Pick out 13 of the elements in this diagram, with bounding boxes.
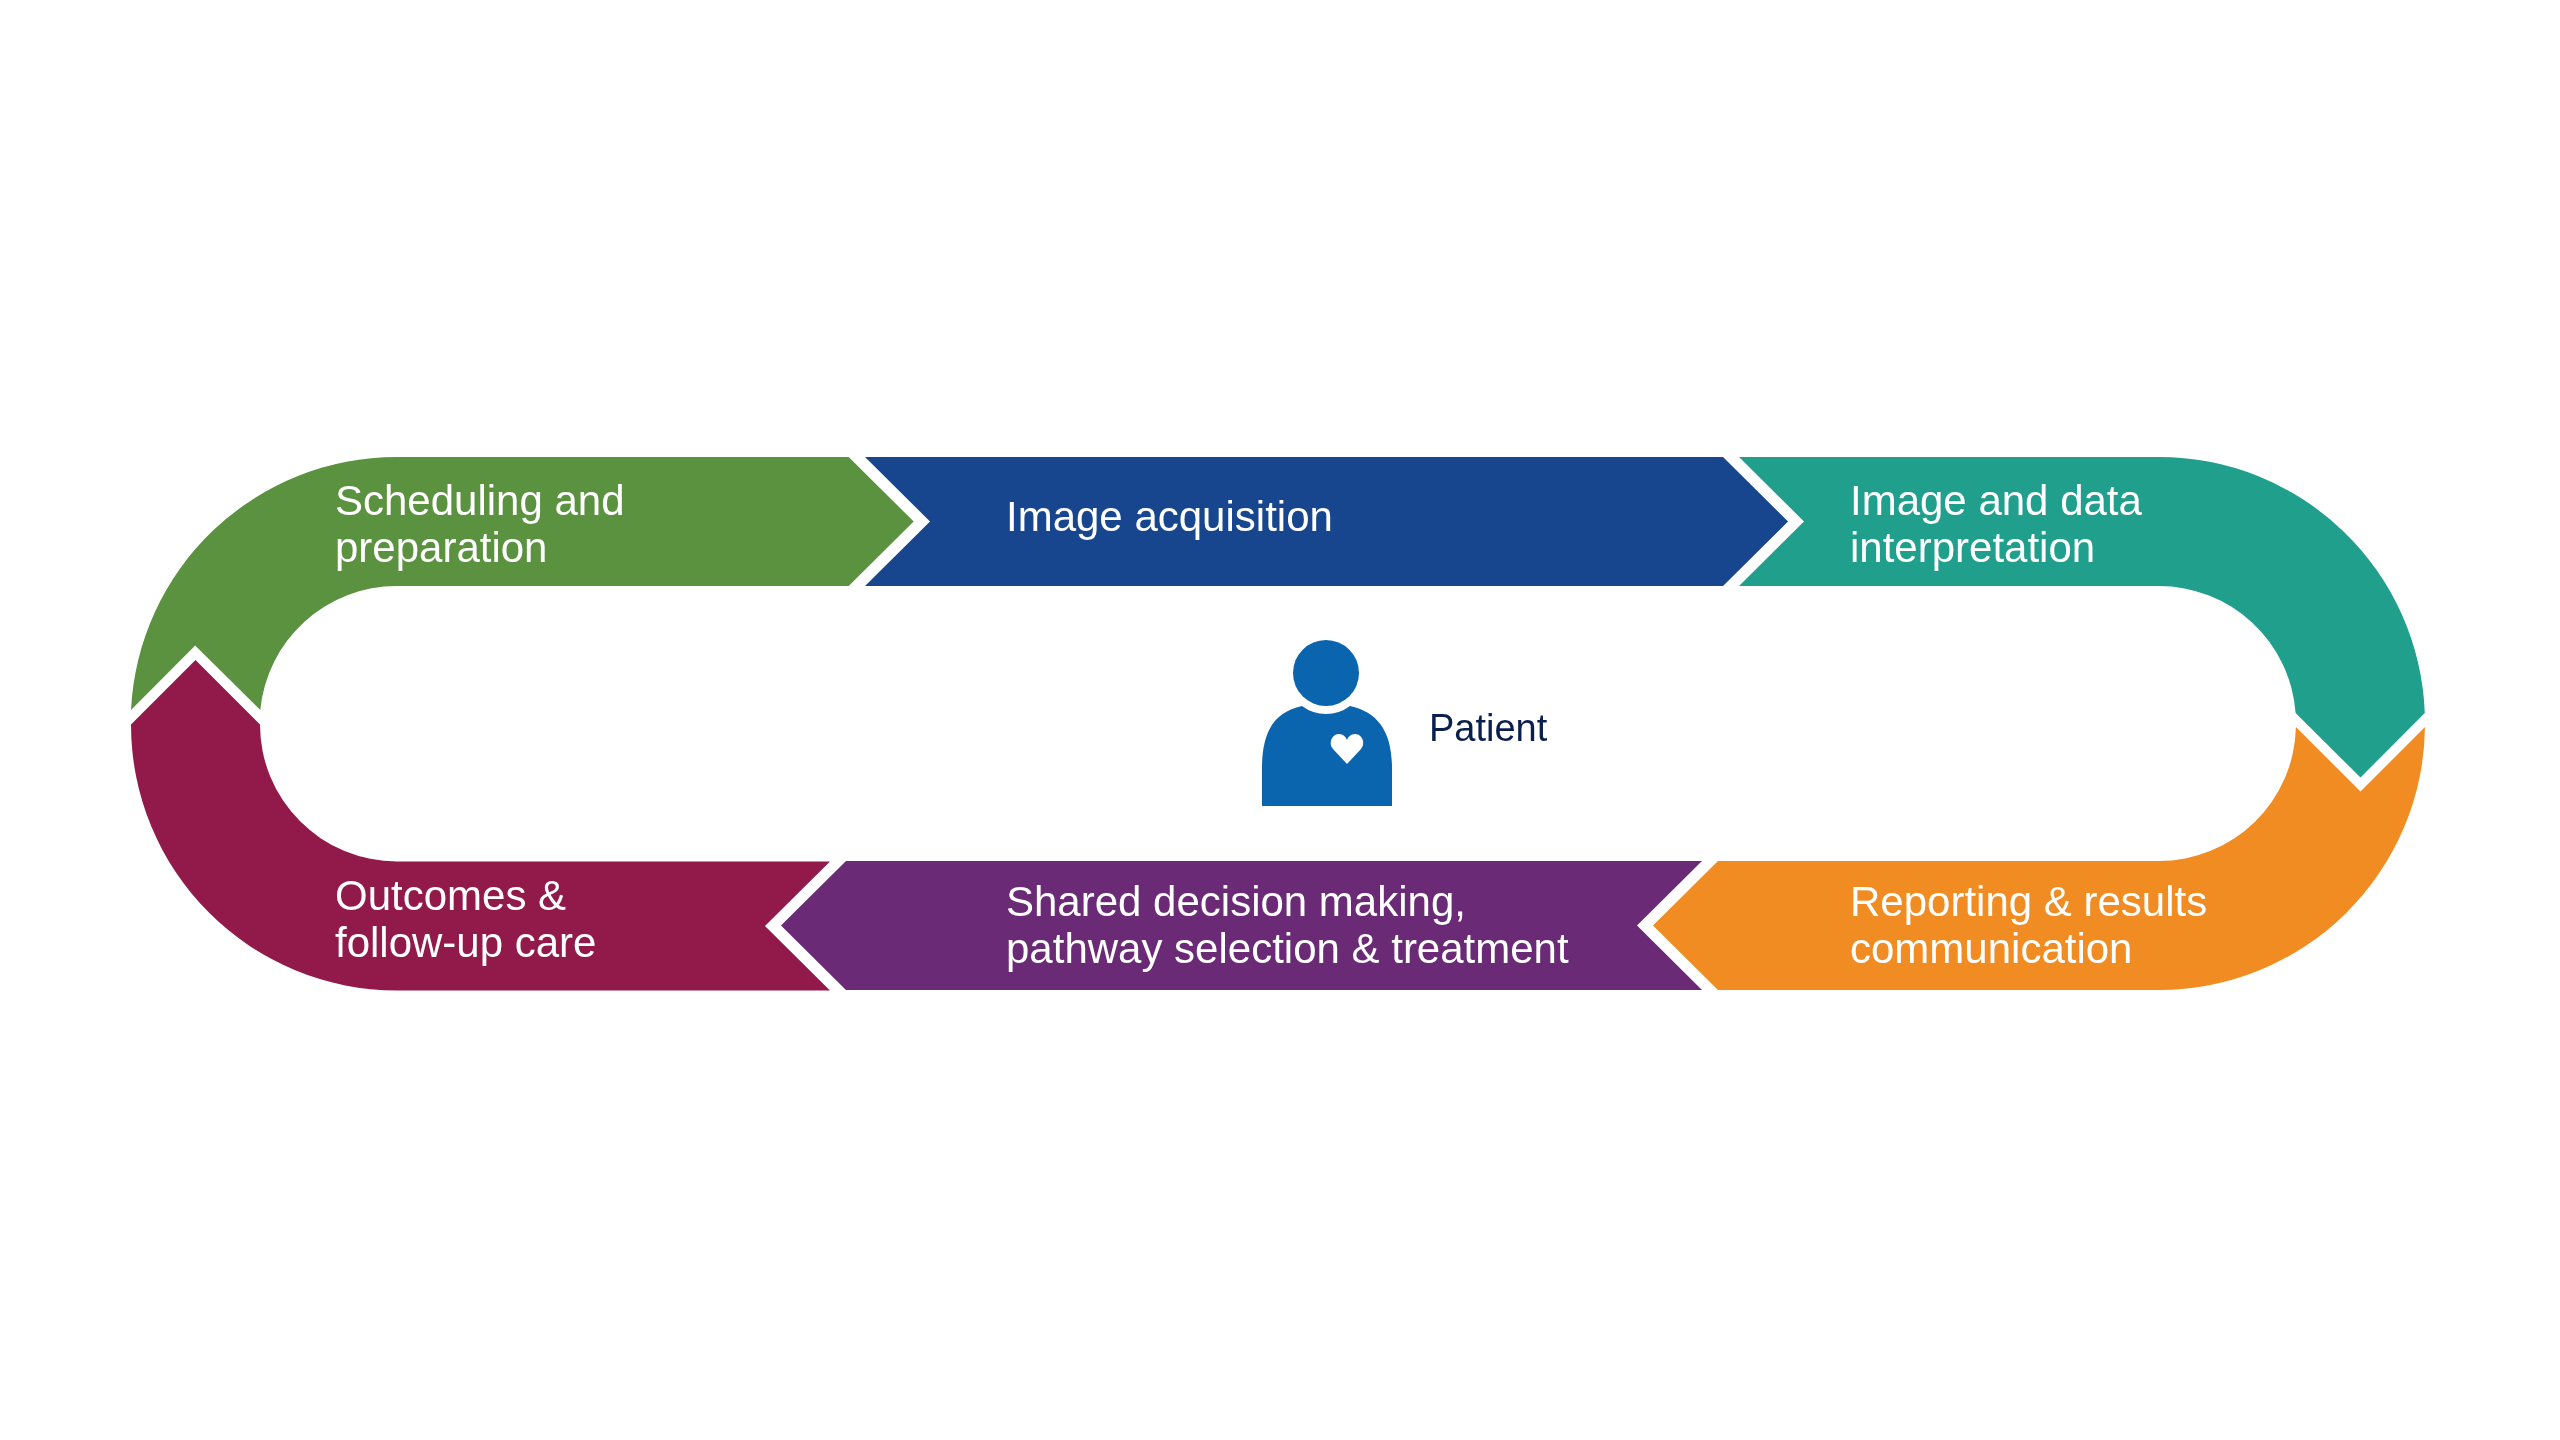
step-label: Scheduling and preparation xyxy=(335,477,626,571)
chevron-segment xyxy=(131,457,914,710)
chevron-segment xyxy=(1739,457,2425,778)
step-label: Image acquisition xyxy=(1006,493,1334,540)
chevron-segment xyxy=(131,659,830,990)
step-label: Shared decision making, pathway selection & treatment xyxy=(1006,878,1570,972)
step-label: Reporting & results communication xyxy=(1850,878,2209,972)
chevron-segment xyxy=(1653,727,2425,990)
step-label: Outcomes & follow-up care xyxy=(335,872,598,966)
patient-label: Patient xyxy=(1429,706,1548,750)
chevron-segment xyxy=(865,457,1788,586)
chevron-segment xyxy=(781,861,1702,990)
step-label: Image and data interpretation xyxy=(1850,477,2143,571)
